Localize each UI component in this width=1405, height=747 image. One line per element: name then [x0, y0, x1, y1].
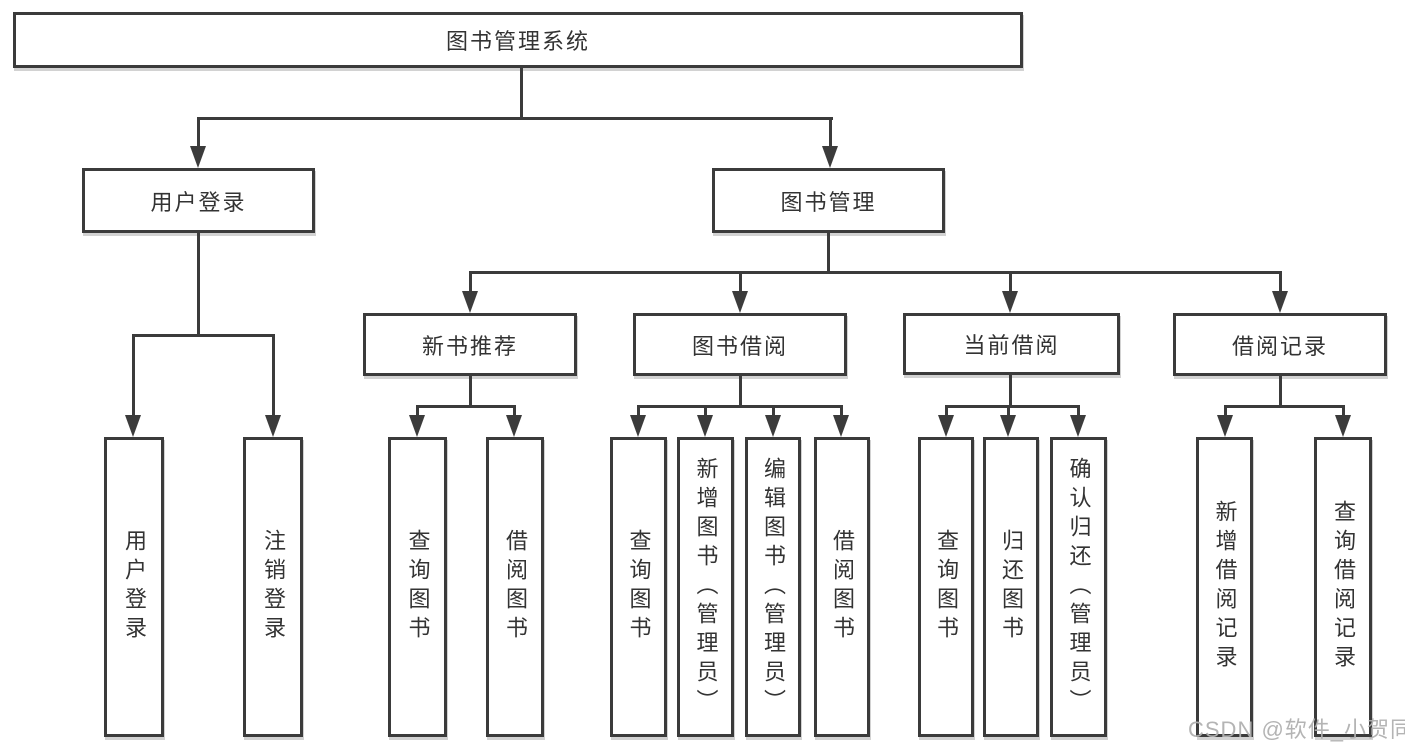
node-label: 新书推荐	[421, 333, 518, 359]
arrowhead	[833, 415, 849, 437]
node-label: 借阅图书	[830, 529, 855, 645]
connector-drop	[513, 405, 516, 417]
connector-drop	[416, 405, 419, 417]
arrowhead	[697, 415, 713, 437]
node-borrowing-records: 借阅记录	[1173, 313, 1387, 376]
connector-book-borrowing-stem	[739, 375, 742, 408]
leaf-edit-books-admin: 编辑图书（管理员）	[745, 437, 801, 737]
node-label: 新增借阅记录	[1212, 500, 1238, 674]
arrowhead-current-borrowing	[1002, 291, 1018, 313]
connector-current-borrowing-split	[945, 405, 1079, 408]
connector-borrowing-records-split	[1224, 405, 1344, 408]
node-label: 用户登录	[150, 189, 247, 215]
connector-book-management-split	[469, 271, 1282, 274]
node-label: 图书管理	[780, 189, 877, 215]
arrowhead-leaf-logout	[265, 415, 281, 437]
node-label: 查询借阅记录	[1331, 500, 1356, 674]
leaf-add-borrow-record: 新增借阅记录	[1196, 437, 1253, 737]
connector-drop	[1224, 405, 1227, 417]
connector-drop	[1077, 405, 1080, 417]
node-book-borrowing: 图书借阅	[633, 313, 847, 376]
connector-new-book-rec-stem	[469, 375, 472, 408]
leaf-query-books-borrowing: 查询图书	[610, 437, 667, 737]
connector-drop-new-book-rec	[469, 271, 472, 293]
node-label: 注销登录	[261, 529, 286, 645]
connector-drop	[840, 405, 843, 417]
node-label: 借阅记录	[1231, 333, 1328, 359]
leaf-borrow-books-recommend: 借阅图书	[486, 437, 544, 737]
node-label: 查询图书	[626, 529, 652, 645]
node-new-book-recommendation: 新书推荐	[363, 313, 577, 376]
arrowhead-borrowing-records	[1272, 291, 1288, 313]
connector-drop	[1342, 405, 1345, 417]
connector-drop-borrowing-records	[1279, 271, 1282, 293]
node-label: 借阅图书	[503, 529, 528, 645]
node-label: 用户登录	[122, 529, 147, 645]
leaf-logout: 注销登录	[243, 437, 303, 737]
arrowhead-user-login	[190, 146, 206, 168]
node-label: 确认归还（管理员）	[1066, 456, 1092, 718]
arrowhead-leaf-user-login	[125, 415, 141, 437]
node-book-management: 图书管理	[712, 168, 945, 233]
arrowhead	[630, 415, 646, 437]
connector-drop-book-borrowing	[739, 271, 742, 293]
node-root: 图书管理系统	[13, 12, 1023, 68]
arrowhead	[409, 415, 425, 437]
connector-new-book-rec-split	[416, 405, 516, 408]
connector-book-borrowing-split	[637, 405, 843, 408]
arrowhead	[1000, 415, 1016, 437]
connector-drop	[772, 405, 775, 417]
connector-drop-leaf-user-login	[132, 334, 135, 417]
leaf-query-books-current: 查询图书	[918, 437, 974, 737]
connector-user-login-stem	[197, 233, 200, 337]
node-current-borrowing: 当前借阅	[903, 313, 1120, 375]
arrowhead	[1070, 415, 1086, 437]
node-label: 图书借阅	[691, 333, 788, 359]
arrowhead	[765, 415, 781, 437]
node-label: 图书管理系统	[445, 29, 590, 54]
arrowhead-book-management	[822, 146, 838, 168]
connector-drop	[1007, 405, 1010, 417]
node-label: 归还图书	[999, 529, 1024, 645]
connector-drop-book-management	[829, 117, 832, 149]
arrowhead	[506, 415, 522, 437]
connector-borrowing-records-stem	[1279, 375, 1282, 408]
arrowhead	[1217, 415, 1233, 437]
connector-root-stem	[520, 68, 523, 120]
leaf-return-books: 归还图书	[983, 437, 1039, 737]
connector-root-split	[197, 117, 833, 120]
leaf-user-login: 用户登录	[104, 437, 164, 737]
node-label: 编辑图书（管理员）	[761, 456, 786, 718]
leaf-add-books-admin: 新增图书（管理员）	[677, 437, 734, 737]
connector-book-management-stem	[827, 233, 830, 273]
node-label: 新增图书（管理员）	[693, 456, 719, 718]
arrowhead	[938, 415, 954, 437]
node-label: 查询图书	[405, 529, 431, 645]
arrowhead-new-book-rec	[462, 291, 478, 313]
node-label: 当前借阅	[963, 333, 1060, 358]
watermark: CSDN @软件_小贺同学	[1188, 717, 1405, 742]
connector-drop	[637, 405, 640, 417]
leaf-borrow-books-borrowing: 借阅图书	[814, 437, 870, 737]
connector-current-borrowing-stem	[1009, 375, 1012, 408]
connector-drop	[704, 405, 707, 417]
leaf-query-books-recommend: 查询图书	[388, 437, 447, 737]
arrowhead	[1335, 415, 1351, 437]
connector-user-login-split	[132, 334, 275, 337]
connector-drop-user-login	[197, 117, 200, 149]
connector-drop-current-borrowing	[1009, 271, 1012, 293]
node-user-login: 用户登录	[82, 168, 315, 233]
connector-drop-leaf-logout	[272, 334, 275, 417]
arrowhead-book-borrowing	[732, 291, 748, 313]
connector-drop	[945, 405, 948, 417]
leaf-confirm-return-admin: 确认归还（管理员）	[1050, 437, 1107, 737]
node-label: 查询图书	[934, 529, 959, 645]
leaf-query-borrow-record: 查询借阅记录	[1314, 437, 1372, 737]
